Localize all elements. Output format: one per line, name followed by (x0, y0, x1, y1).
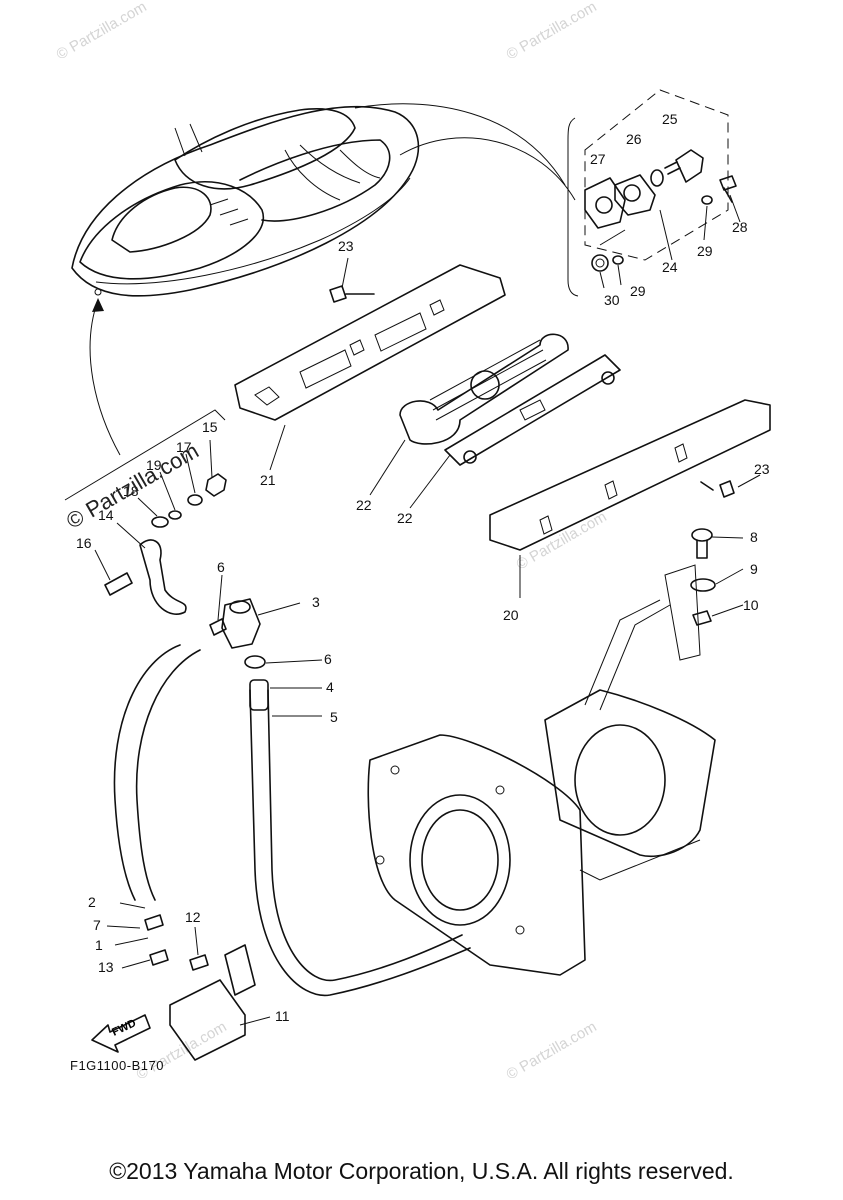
callout-3: 3 (312, 594, 320, 610)
drain-plug-detail-box (567, 89, 737, 297)
callout-2: 2 (88, 894, 96, 910)
diagram-code: F1G1100-B170 (70, 1058, 164, 1073)
leader-lines (64, 194, 761, 1026)
bolts-23 (329, 285, 735, 498)
svg-text:© Partzilla.com: © Partzilla.com (514, 508, 610, 573)
callout-24: 24 (662, 259, 678, 275)
callout-20: 20 (503, 607, 519, 623)
callout-28: 28 (732, 219, 748, 235)
callout-8: 8 (750, 529, 758, 545)
callout-29b: 29 (630, 283, 646, 299)
svg-text:© Partzilla.com: © Partzilla.com (504, 0, 600, 63)
callout-11: 11 (275, 1008, 290, 1024)
callout-1: 1 (95, 937, 103, 953)
control-unit-11 (144, 914, 256, 1061)
svg-text:© Partzilla.com: © Partzilla.com (54, 0, 150, 63)
callout-19: 19 (146, 457, 162, 473)
callout-5: 5 (330, 709, 338, 725)
watercraft-hull (71, 105, 420, 297)
callout-22a: 22 (356, 497, 372, 513)
callout-labels: 1 2 3 4 5 6 6 7 8 9 10 11 12 13 14 15 16… (76, 111, 770, 1024)
callout-22b: 22 (397, 510, 413, 526)
copyright-notice: ©2013 Yamaha Motor Corporation, U.S.A. A… (109, 1158, 734, 1184)
callout-12: 12 (185, 909, 201, 925)
fitting-3 (209, 598, 266, 669)
bracket-assembly (104, 473, 227, 615)
callout-29a: 29 (697, 243, 713, 259)
callout-9: 9 (750, 561, 758, 577)
callout-18: 18 (123, 483, 139, 499)
callout-6a: 6 (217, 559, 225, 575)
jet-pump-housing (367, 599, 716, 976)
callout-13: 13 (98, 959, 114, 975)
watermarks: © Partzilla.com © Partzilla.com © Partzi… (54, 0, 610, 1083)
hoses (113, 644, 471, 997)
callout-26: 26 (626, 131, 642, 147)
callout-14: 14 (98, 507, 114, 523)
callout-30: 30 (604, 292, 620, 308)
fwd-arrow: FWD (91, 1014, 151, 1053)
strut-bar-20 (489, 399, 771, 551)
callout-6b: 6 (324, 651, 332, 667)
callout-17: 17 (176, 439, 192, 455)
guide-arrow (92, 298, 104, 312)
callout-15: 15 (202, 419, 218, 435)
svg-text:© Partzilla.com: © Partzilla.com (134, 1018, 230, 1083)
callout-7: 7 (93, 917, 101, 933)
callout-16: 16 (76, 535, 92, 551)
callout-23b: 23 (754, 461, 770, 477)
guide-line-bracket-to-hull (89, 299, 121, 456)
drain-plug-parts (664, 528, 716, 661)
callout-4: 4 (326, 679, 334, 695)
callout-10: 10 (743, 597, 759, 613)
callout-27: 27 (590, 151, 606, 167)
callout-21: 21 (260, 472, 276, 488)
strut-bar-21 (234, 264, 506, 421)
callout-23a: 23 (338, 238, 354, 254)
guide-line-hull-to-detail (354, 103, 566, 186)
guide-line-hull-to-detail-2 (399, 137, 576, 201)
svg-text:© Partzilla.com: © Partzilla.com (504, 1018, 600, 1083)
rails-22 (399, 333, 621, 466)
callout-25: 25 (662, 111, 678, 127)
